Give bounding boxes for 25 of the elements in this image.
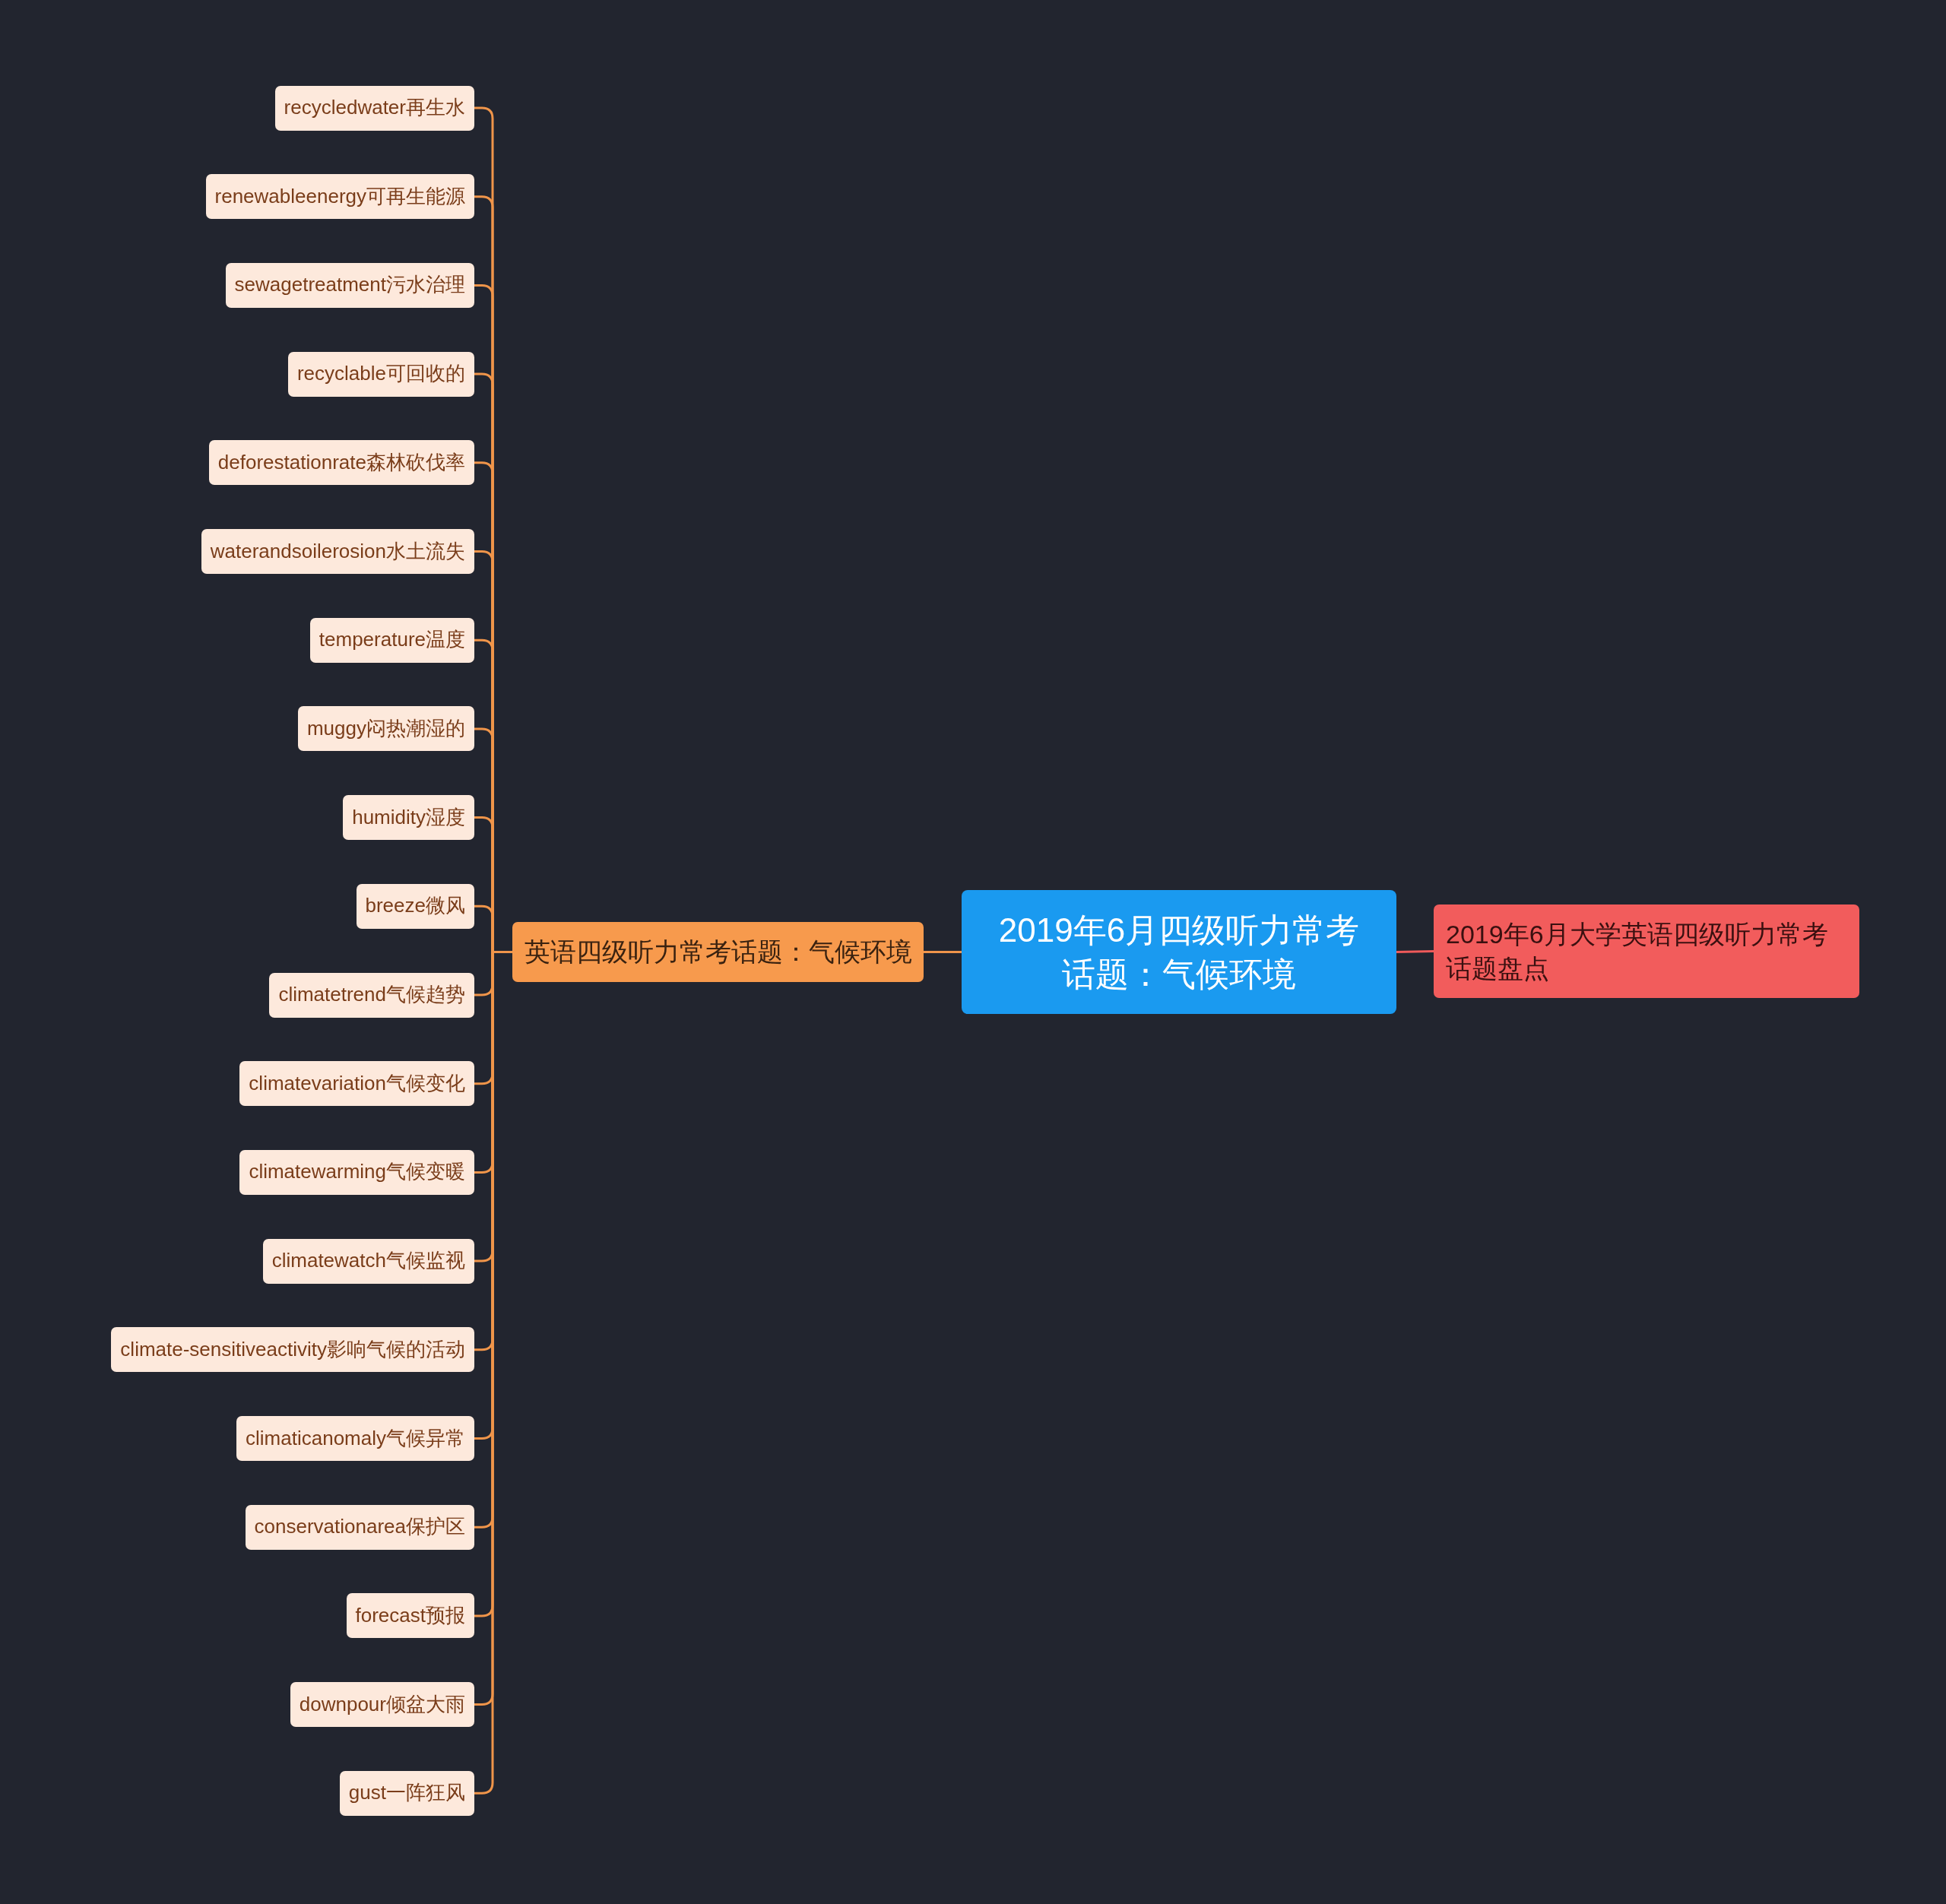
leaf-topic-box: temperature温度	[309, 617, 474, 663]
leaf-topic-box: climatetrend气候趋势	[269, 972, 474, 1018]
connector-line	[924, 951, 962, 953]
leaf-topic-box: conservationarea保护区	[245, 1504, 474, 1550]
leaf-topic-box: deforestationrate森林砍伐率	[208, 440, 474, 486]
leaf-topic-box: humidity湿度	[343, 795, 474, 841]
leaf-topic-box: climatewarming气候变暖	[239, 1149, 474, 1195]
connector-line	[1396, 950, 1434, 953]
leaf-topic-box: forecast预报	[346, 1593, 474, 1639]
leaf-topic-box: sewagetreatment污水治理	[225, 262, 474, 308]
leaf-topic-box: waterandsoilerosion水土流失	[201, 529, 474, 574]
leaf-topic-box: downpour倾盆大雨	[290, 1682, 474, 1728]
branch-topic-box: 英语四级听力常考话题：气候环境	[512, 922, 924, 982]
leaf-topic-box: climatevariation气候变化	[239, 1061, 474, 1107]
leaf-topic-box: muggy闷热潮湿的	[297, 706, 474, 752]
leaf-topic-box: climaticanomaly气候异常	[236, 1416, 474, 1461]
side-topic-box: 2019年6月大学英语四级听力常考话题盘点	[1434, 904, 1859, 998]
leaf-topic-box: climate-sensitiveactivity影响气候的活动	[111, 1327, 474, 1373]
leaf-topic-box: recyclable可回收的	[287, 351, 474, 397]
leaf-topic-box: recycledwater再生水	[274, 85, 474, 131]
leaf-topic-box: renewableenergy可再生能源	[205, 174, 474, 220]
root-topic-box: 2019年6月四级听力常考话题：气候环境	[962, 890, 1396, 1014]
leaf-topic-box: climatewatch气候监视	[262, 1238, 474, 1284]
leaf-topic-box: gust一阵狂风	[339, 1770, 474, 1816]
leaf-topic-box: breeze微风	[356, 883, 474, 929]
